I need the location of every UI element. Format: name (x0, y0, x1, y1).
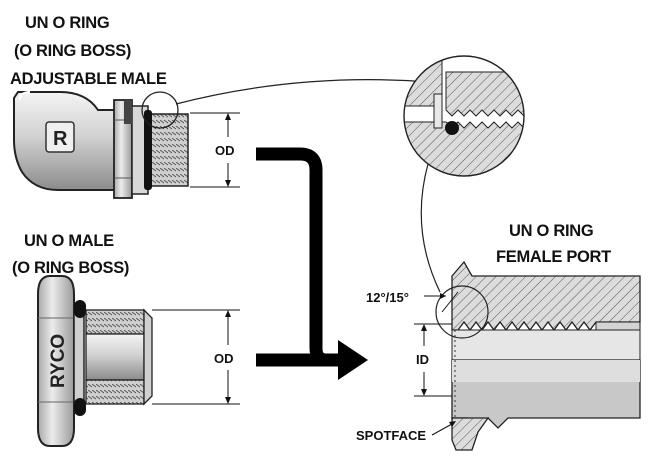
o-ring-upper (74, 300, 86, 318)
title-line-2: (O RING BOSS) (14, 42, 131, 60)
angle-label: 12°/15° (366, 290, 409, 305)
title-line-3: ADJUSTABLE MALE (10, 70, 167, 88)
ryco-hex-text: RYCO (48, 334, 69, 388)
female-port-section (435, 260, 641, 451)
angle-annotation: 12°/15° (366, 290, 459, 313)
r-logo-letter: R (53, 128, 68, 150)
adjustable-male-fitting: R (13, 91, 189, 199)
title-line-1: UN O RING (509, 222, 593, 240)
zoom-leader-line (175, 79, 431, 105)
spotface-callout: SPOTFACE (356, 421, 456, 443)
title-line-1: UN O RING (25, 14, 109, 32)
title-line-1: UN O MALE (24, 232, 114, 250)
od-dimension-lower: OD (152, 309, 240, 405)
od-dimension-upper: OD (190, 112, 240, 188)
id-label: ID (416, 352, 429, 367)
r-logo-badge (45, 121, 75, 153)
title-female-port: UN O RING FEMALE PORT (496, 222, 611, 266)
flow-arrow (256, 147, 344, 367)
title-adjustable-male: UN O RING (O RING BOSS) ADJUSTABLE MALE (10, 14, 167, 88)
zoom-leader-line-lower (420, 163, 441, 293)
o-ring-lower (74, 398, 86, 416)
title-line-2: FEMALE PORT (496, 248, 611, 266)
od-label: OD (215, 143, 235, 158)
title-line-2: (O RING BOSS) (12, 259, 129, 277)
arrow-head (338, 340, 368, 380)
o-male-fitting: RYCO (37, 275, 153, 447)
magnified-seal-detail (403, 55, 525, 177)
id-dimension: ID (414, 323, 452, 397)
title-o-male: UN O MALE (O RING BOSS) (12, 232, 129, 277)
o-ring (144, 110, 152, 190)
od-label: OD (214, 351, 234, 366)
spotface-label: SPOTFACE (356, 428, 426, 443)
